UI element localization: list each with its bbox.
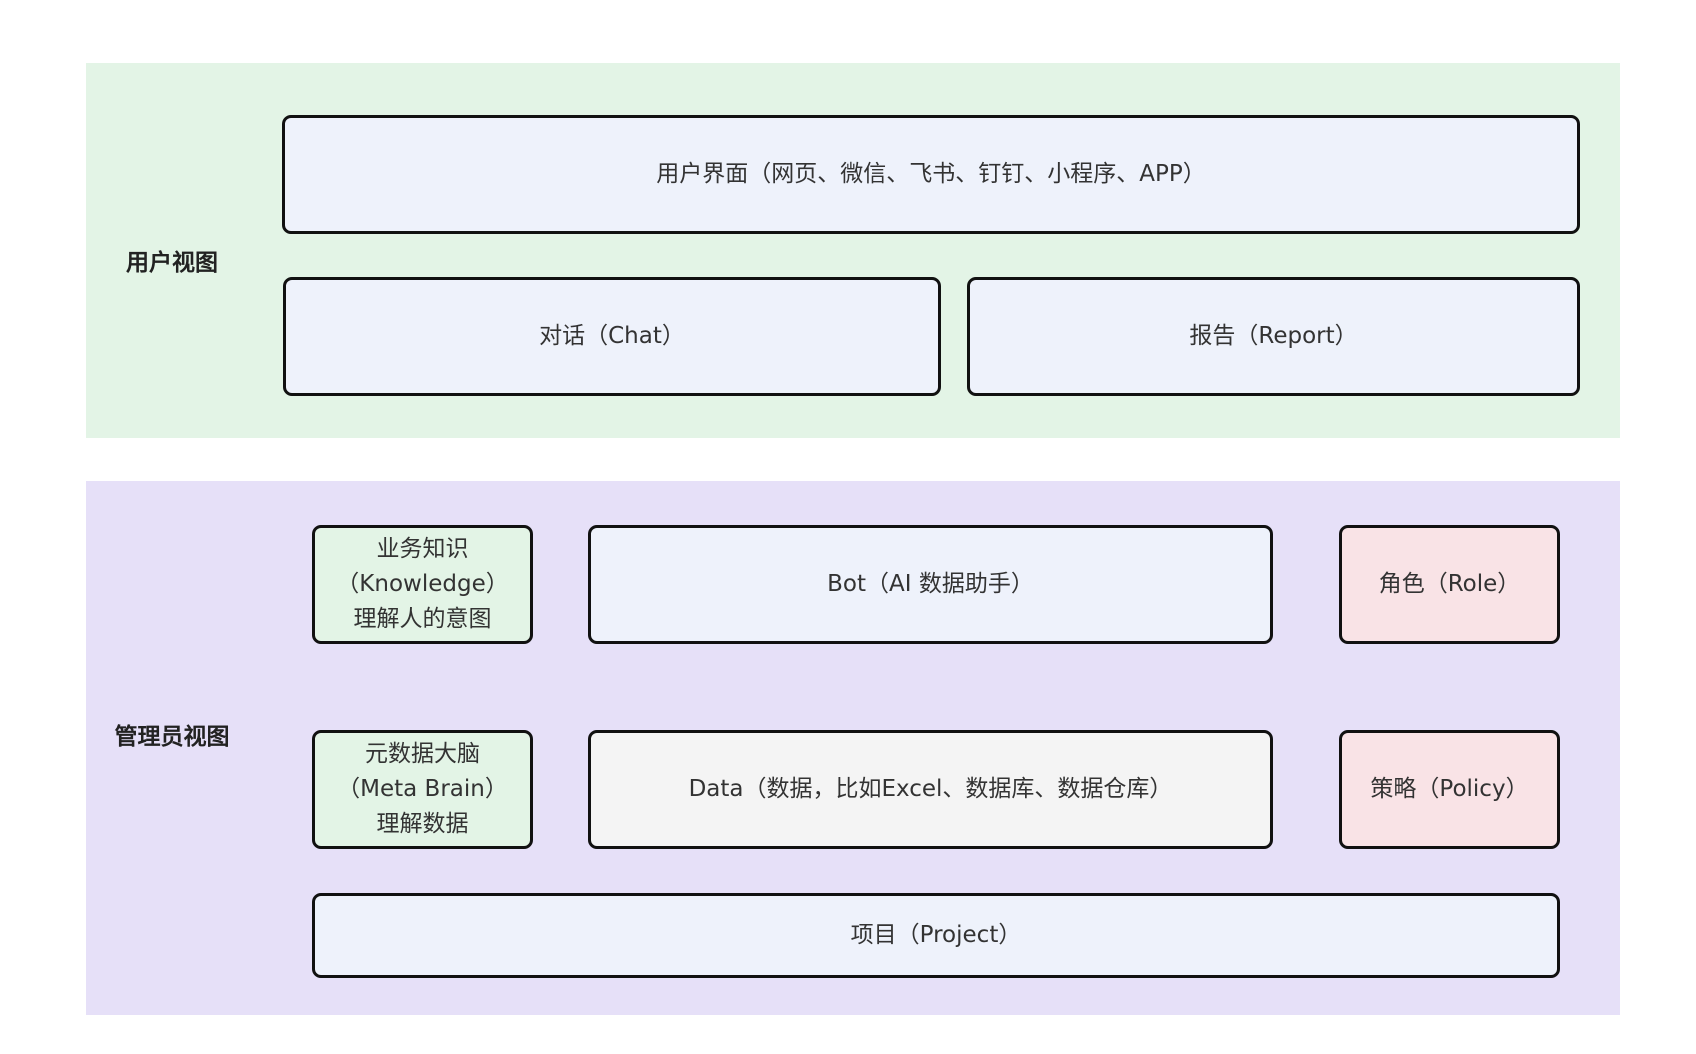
knowledge-box: 业务知识 （Knowledge） 理解人的意图 — [312, 525, 533, 644]
knowledge-line-1: 业务知识 — [376, 536, 469, 562]
role-box: 角色（Role） — [1339, 525, 1560, 644]
meta-brain-box: 元数据大脑 （Meta Brain） 理解数据 — [312, 730, 533, 849]
user-view-label: 用户视图 — [126, 250, 218, 276]
bot-label: Bot（AI 数据助手） — [827, 571, 1034, 597]
project-box: 项目（Project） — [312, 893, 1560, 978]
report-label: 报告（Report） — [1189, 323, 1358, 349]
data-box: Data（数据，比如Excel、数据库、数据仓库） — [588, 730, 1273, 849]
data-label: Data（数据，比如Excel、数据库、数据仓库） — [688, 776, 1173, 802]
report-box: 报告（Report） — [967, 277, 1580, 396]
policy-box: 策略（Policy） — [1339, 730, 1560, 849]
meta-brain-line-3: 理解数据 — [376, 811, 469, 837]
user-interface-box: 用户界面（网页、微信、飞书、钉钉、小程序、APP） — [282, 115, 1580, 234]
chat-label: 对话（Chat） — [539, 323, 685, 349]
role-label: 角色（Role） — [1378, 571, 1521, 597]
bot-box: Bot（AI 数据助手） — [588, 525, 1273, 644]
chat-box: 对话（Chat） — [283, 277, 941, 396]
meta-brain-line-2: （Meta Brain） — [337, 776, 508, 802]
user-interface-label: 用户界面（网页、微信、飞书、钉钉、小程序、APP） — [656, 161, 1206, 187]
policy-label: 策略（Policy） — [1370, 776, 1529, 802]
knowledge-line-3: 理解人的意图 — [353, 606, 492, 632]
admin-view-label: 管理员视图 — [114, 724, 230, 750]
meta-brain-line-1: 元数据大脑 — [365, 741, 480, 767]
project-label: 项目（Project） — [850, 922, 1022, 948]
knowledge-line-2: （Knowledge） — [336, 571, 509, 597]
